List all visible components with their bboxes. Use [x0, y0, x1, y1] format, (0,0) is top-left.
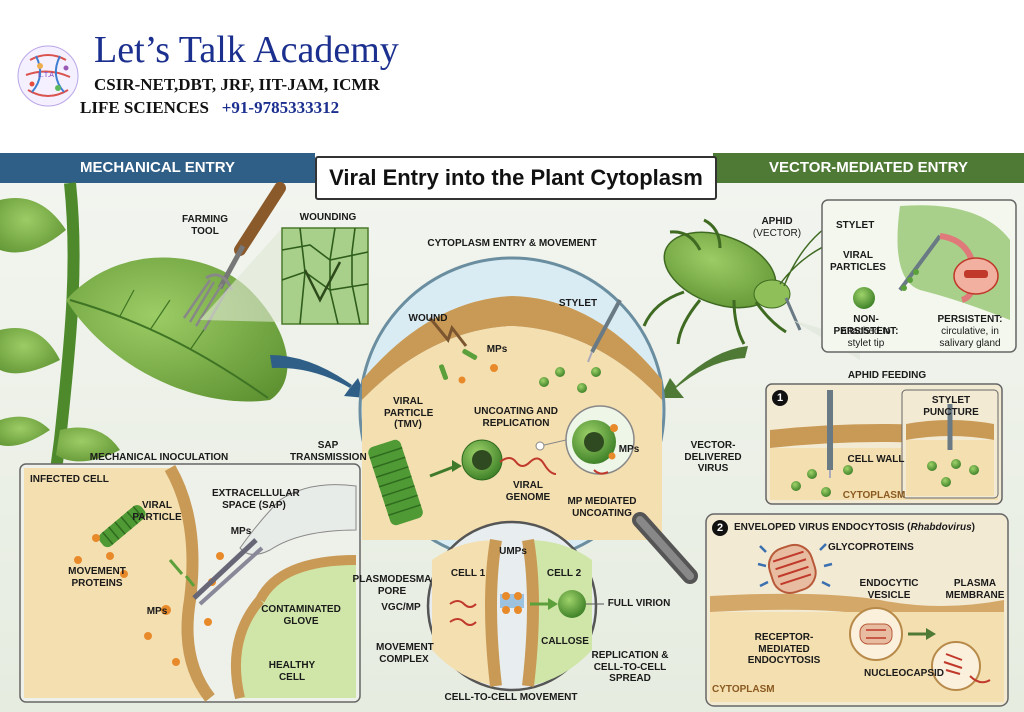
label-endocytosis-cytoplasm: CYTOPLASM — [712, 684, 775, 695]
inset-persistent-title: PERSISTENT: — [937, 314, 1003, 325]
label-plasma-membrane: PLASMA MEMBRANE — [945, 578, 1005, 601]
label-full-virion: FULL VIRION — [607, 598, 671, 609]
label-movement-complex: MOVEMENT COMPLEX — [376, 642, 434, 665]
wounding-inset — [200, 227, 369, 325]
endocytosis-title-text: ENVELOPED VIRUS ENDOCYTOSIS ( — [734, 522, 911, 533]
label-mechanical-inoculation: MECHANICAL INOCULATION — [89, 452, 229, 463]
label-glycoproteins: GLYCOPROTEINS — [828, 542, 914, 553]
label-sap-transmission: SAP TRANSMISSION — [290, 440, 367, 463]
mechanical-inoculation-panel — [19, 463, 361, 703]
label-movement-proteins: MOVEMENT PROTEINS — [68, 566, 126, 589]
left-banner-bg — [0, 153, 315, 183]
label-mps-top: MPs — [486, 344, 508, 355]
label-viral-particle-tmv: VIRAL PARTICLE (TMV) — [384, 396, 434, 430]
label-cell-to-cell: CELL-TO-CELL MOVEMENT — [444, 692, 578, 703]
subject-text: LIFE SCIENCES — [80, 98, 209, 117]
inset-non-persistent-desc: attached to stylet tip — [841, 326, 891, 349]
label-callose: CALLOSE — [541, 636, 589, 647]
label-mps-a: MPs — [230, 526, 252, 537]
label-mps-zoom: MPs — [618, 444, 640, 455]
endocytosis-panel — [705, 513, 1009, 707]
label-mech-viral-particle: VIRAL PARTICLE — [132, 500, 182, 523]
label-viral-genome: VIRAL GENOME — [505, 480, 551, 503]
label-cell1: CELL 1 — [450, 568, 486, 579]
label-aphid-cytoplasm: CYTOPLASM — [842, 490, 906, 501]
step-2-badge: 2 — [712, 520, 728, 536]
label-extracellular: EXTRACELLULAR SPACE (SAP) — [212, 488, 300, 511]
label-vgc-mp: VGC/MP — [381, 602, 421, 613]
right-banner-bg — [713, 153, 1024, 183]
inset-non-persistent-title: NON-PERSISTENT: — [833, 314, 899, 337]
label-cytoplasm-entry: CYTOPLASM ENTRY & MOVEMENT — [427, 238, 597, 249]
label-plasmodesma: PLASMODESMA PORE — [352, 574, 432, 597]
label-contaminated-glove: CONTAMINATED GLOVE — [261, 604, 341, 627]
label-replication-spread: REPLICATION & CELL-TO-CELL SPREAD — [591, 650, 669, 684]
academy-name: Let’s Talk Academy — [94, 29, 399, 71]
stylet-inset — [821, 199, 1017, 353]
label-cell-wall: CELL WALL — [847, 454, 905, 465]
label-wounding: WOUNDING — [299, 212, 357, 223]
diagram-title: Viral Entry into the Plant Cytoplasm — [315, 156, 717, 200]
academy-logo — [17, 45, 79, 107]
inset-label-viral-particles: VIRAL PARTICLES — [830, 250, 886, 273]
label-uncoating: UNCOATING AND REPLICATION — [474, 406, 558, 429]
label-umps: UMPs — [499, 546, 527, 557]
label-nucleocapsid: NUCLEOCAPSID — [864, 668, 945, 679]
label-healthy-cell: HEALTHY CELL — [268, 660, 316, 683]
exam-list: CSIR-NET,DBT, JRF, IIT-JAM, ICMR — [94, 75, 380, 94]
label-farming-tool: FARMING TOOL — [181, 214, 229, 237]
aphid-feeding-panel — [765, 383, 1003, 505]
endocytosis-title-genus: Rhabdovirus — [910, 522, 972, 533]
endocytosis-title: ENVELOPED VIRUS ENDOCYTOSIS (Rhabdovirus… — [734, 522, 1004, 534]
label-cell2: CELL 2 — [546, 568, 582, 579]
inset-persistent-desc: circulative, in salivary gland — [939, 326, 1001, 349]
central-cell-circle — [358, 256, 666, 564]
label-aphid: APHID — [761, 216, 793, 227]
endocytosis-title-end: ) — [971, 522, 975, 533]
label-mp-uncoating: MP MEDIATED UNCOATING — [567, 496, 637, 519]
cell-to-cell-circle — [426, 520, 604, 692]
label-vector: (VECTOR) — [752, 228, 802, 239]
inset-label-stylet: STYLET — [836, 220, 875, 231]
mechanical-entry-banner: MECHANICAL ENTRY — [79, 159, 235, 176]
vector-entry-arrow — [660, 346, 748, 398]
label-infected-cell: INFECTED CELL — [30, 474, 109, 485]
label-mps-b: MPs — [146, 606, 168, 617]
label-stylet-puncture: STYLET PUNCTURE — [923, 395, 979, 418]
label-endocytic-vesicle: ENDOCYTIC VESICLE — [859, 578, 919, 601]
label-receptor-mediated: RECEPTOR-MEDIATED ENDOCYTOSIS — [747, 632, 821, 666]
phone-number: +91-9785333312 — [221, 98, 340, 117]
subject-line: LIFE SCIENCES +91-9785333312 — [80, 98, 339, 118]
aphid-feeding-title: APHID FEEDING — [847, 370, 927, 381]
vector-entry-banner: VECTOR-MEDIATED ENTRY — [769, 159, 968, 176]
label-vector-delivered: VECTOR- DELIVERED VIRUS — [684, 440, 742, 474]
step-1-badge: 1 — [772, 390, 788, 406]
logo-text: L.T.A — [38, 72, 54, 79]
mechanical-entry-arrow — [270, 355, 366, 398]
label-stylet-center: STYLET — [558, 298, 598, 309]
label-wound: WOUND — [408, 313, 448, 324]
